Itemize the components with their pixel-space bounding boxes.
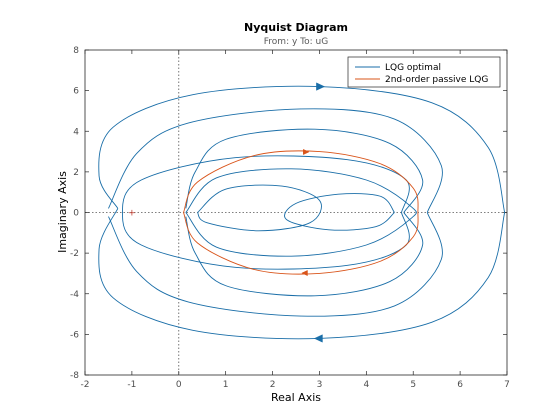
x-axis-label: Real Axis [271,391,321,404]
y-tick-label: -8 [70,371,79,381]
series-line [284,193,395,231]
x-tick-label: 6 [457,380,463,390]
y-tick-label: -6 [70,330,79,340]
series-line [98,208,506,340]
series-line [183,150,419,275]
direction-arrow [301,270,308,277]
reference-lines [85,50,507,375]
series-layer: + [98,82,506,343]
x-tick-label: 1 [223,380,229,390]
series-line [108,212,443,317]
x-tick-label: 2 [270,380,276,390]
critical-point-marker: + [128,209,136,219]
direction-arrow [313,334,323,343]
series-line [108,108,443,213]
series-1 [183,148,419,277]
legend-label-lqg: LQG optimal [385,63,441,73]
x-tick-label: 4 [363,380,369,390]
series-line [98,85,506,213]
x-tick-label: 7 [504,380,510,390]
tick-labels: -2 -1 0 1 2 3 4 5 6 7 -8 -6 -4 -2 0 2 4 6 8 [70,46,510,390]
y-tick-label: -4 [70,290,79,300]
series-0 [98,82,506,343]
series-line [185,212,424,297]
y-axis-label: Imaginary Axis [56,171,69,253]
legend-box [347,56,501,88]
tick-marks [84,49,508,376]
chart-title: Nyquist Diagram [244,21,348,34]
series-line [185,128,424,213]
legend-label-passive: 2nd-order passive LQG [385,75,488,85]
series-line [197,184,322,232]
y-tick-label: 8 [73,46,79,56]
y-tick-label: 4 [73,127,79,137]
chart-subtitle: From: y To: uG [264,37,328,47]
y-tick-label: 0 [73,209,79,219]
x-tick-label: 5 [410,380,416,390]
y-tick-label: 2 [73,168,79,178]
y-tick-label: 6 [73,87,79,97]
direction-arrow [316,82,326,91]
direction-arrow [303,148,310,155]
x-tick-label: 0 [176,380,182,390]
y-tick-label: -2 [70,249,79,259]
legend: LQG optimal 2nd-order passive LQG [347,56,501,88]
series-line [185,168,417,257]
x-tick-label: -1 [127,380,136,390]
series-line [122,155,410,270]
x-tick-label: 3 [317,380,323,390]
x-tick-label: -2 [81,380,90,390]
